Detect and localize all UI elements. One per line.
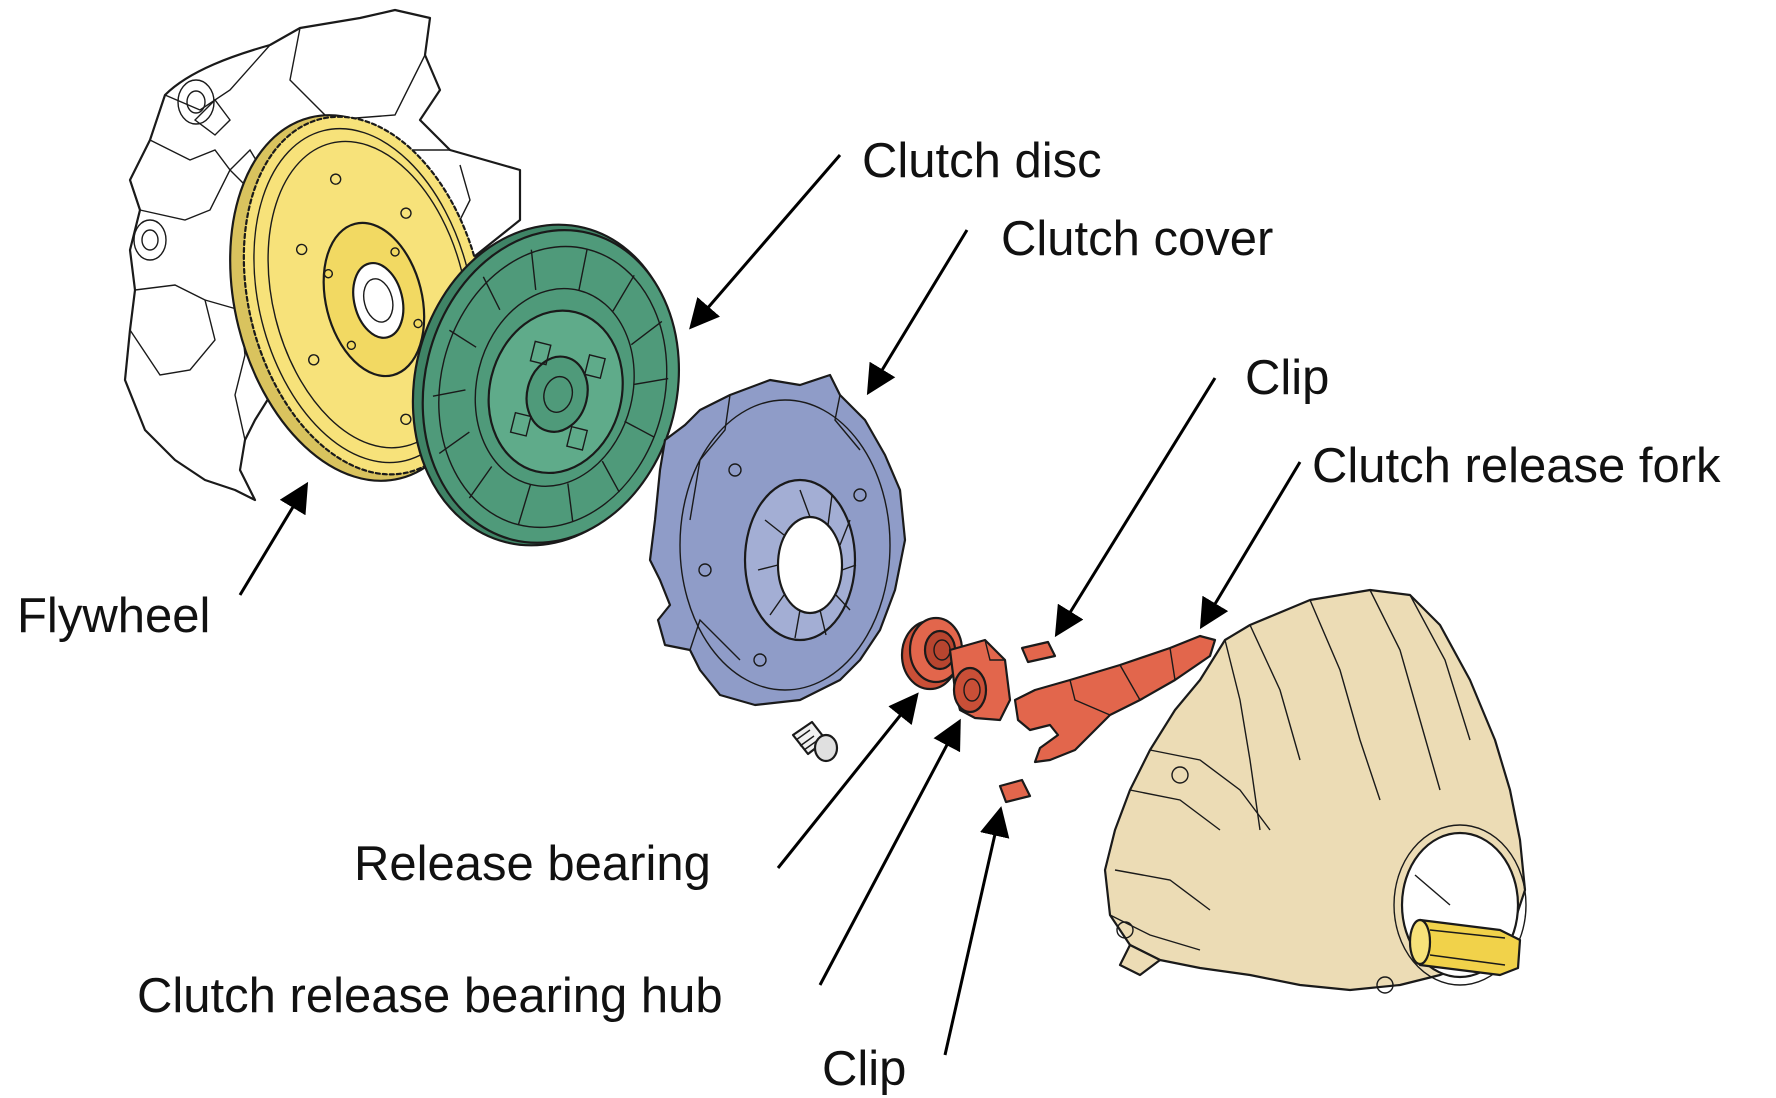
label-clutch-cover: Clutch cover [1001,212,1273,266]
bolt [793,722,837,761]
clip-bottom [1000,780,1030,802]
clip-top [1022,642,1055,662]
leader-clutch-release-fork [1203,462,1300,624]
label-flywheel: Flywheel [17,589,210,643]
leader-flywheel [240,487,305,595]
label-clip-top: Clip [1245,351,1329,405]
label-clutch-release-fork: Clutch release fork [1312,439,1721,493]
clutch-cover [650,375,905,705]
label-clutch-release-bearing-hub: Clutch release bearing hub [137,969,723,1023]
leader-clip-bottom [945,812,1000,1055]
clutch-release-bearing-hub [950,640,1010,720]
label-clip-bottom: Clip [822,1042,906,1096]
leader-clutch-disc [693,155,840,325]
label-clutch-disc: Clutch disc [862,134,1102,188]
label-release-bearing: Release bearing [354,837,711,891]
leader-clutch-cover [870,230,967,390]
leader-clip-top [1058,378,1215,632]
leader-clutch-release-bearing-hub [820,724,958,985]
